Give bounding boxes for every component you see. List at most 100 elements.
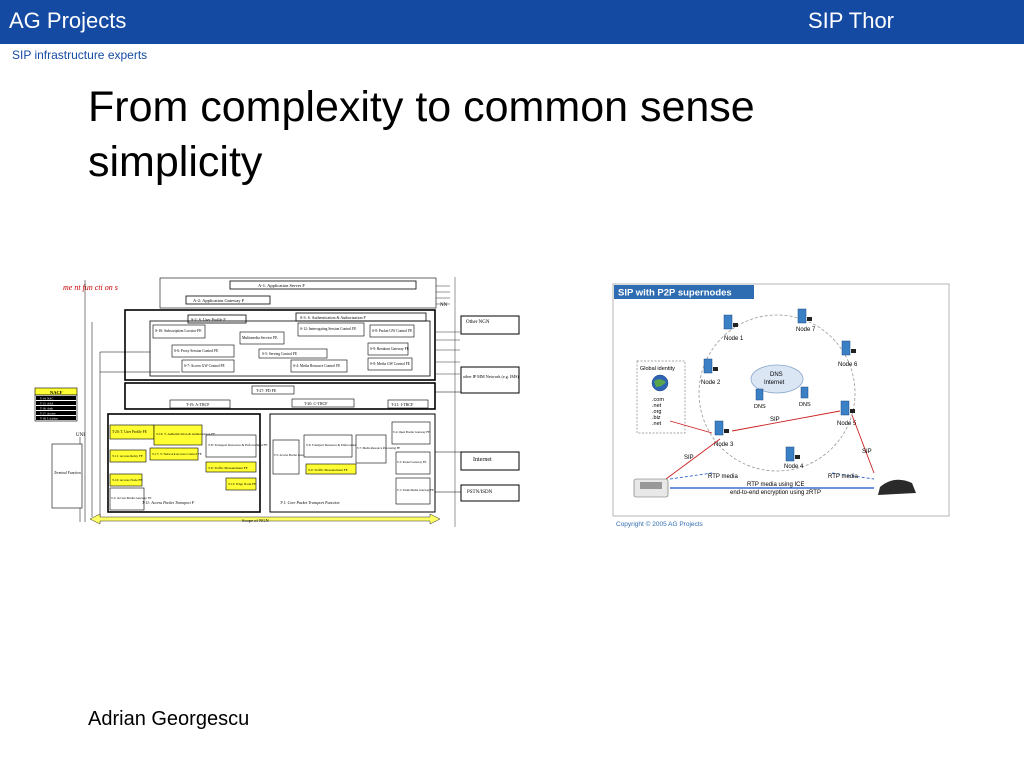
pstn-label: PSTN/ISDN: [467, 490, 493, 495]
ngn-architecture-diagram: me nt fun cti on s A-1: Application Serv…: [30, 272, 530, 530]
open-border-gateway-box: [391, 421, 431, 445]
scope-arrow: [89, 513, 441, 525]
app-gateway-label: A-2: Application Gateway F: [193, 298, 245, 303]
nacf-row-3: T-16: Auth: [40, 406, 53, 410]
i-trcf-box: [387, 399, 429, 409]
rtp-ice-label: RTP media using ICE: [747, 482, 804, 488]
nacf-row-5: T-18: Location: [40, 416, 58, 420]
a-trcf-label: T-19: A-TRCF: [186, 402, 210, 407]
network-access-label: T-17: T. Network Access Control FE: [152, 452, 202, 456]
tagline: SIP infrastructure experts: [12, 48, 148, 62]
internet-label: Internet: [473, 457, 492, 463]
breakout-gateway-label: S-9: Breakout Gateway FE: [370, 347, 410, 351]
global-identity-label: Global identity: [640, 366, 675, 372]
pd-fe-label: T-27: PD FE: [256, 388, 277, 393]
packet-gw-control-box: [369, 324, 415, 338]
access-border-gateway-box: [272, 439, 300, 475]
nacf-rows: [34, 394, 78, 422]
proxy-control-box: [171, 344, 235, 358]
terminal-function-label: Terminal Function: [54, 471, 81, 475]
other-ipmm-box: [460, 366, 520, 394]
transport-control-frame: [124, 382, 436, 410]
access-transport-label: T-11: Access Packet Transport F: [142, 500, 195, 505]
interrogating-label: S-12: Interrogating Session Control FE: [300, 327, 357, 331]
right-endpoint-phone: [878, 479, 916, 495]
node-4: [785, 446, 800, 462]
nacf-header-label: NACF: [50, 390, 63, 395]
header-bar: AG Projects SIP Thor: [0, 0, 1024, 44]
core-transport-label: T-1: Core Packet Transport Function: [280, 500, 340, 505]
node-1-label: Node 1: [724, 336, 744, 342]
cloud-dns-label: DNS: [770, 372, 783, 378]
sip-label-left: SIP: [684, 455, 694, 461]
i-trcf-label: T-21: I-TRCF: [391, 402, 414, 407]
user-profile-label: S-2: S. User Profile F: [191, 317, 226, 322]
access-node-box: [109, 473, 143, 487]
sip-label-top: SIP: [770, 417, 780, 423]
internet-cloud: [750, 364, 804, 394]
p2p-title: SIP with P2P supernodes: [618, 288, 732, 299]
product-name: SIP Thor: [808, 8, 895, 33]
edge-node-box: [225, 477, 257, 491]
user-profile-box: [187, 314, 247, 324]
network-access-box: [149, 447, 199, 461]
pd-fe-box: [251, 385, 295, 395]
node-3: [714, 420, 729, 436]
traffic-measure-core-box: [305, 463, 357, 475]
transport-auth-label: T-16: T. Authentication & Authorization …: [156, 432, 215, 436]
packet-gateway-label: T-3: Packet Gateway FE: [397, 460, 426, 464]
subscription-label: S-10: Subscription Locator FE: [155, 329, 202, 333]
global-identity-box: [636, 360, 686, 434]
transport-resource-label: T-8: Transport Resource & Enforcement FE: [208, 443, 267, 447]
app-gateway-box: [185, 295, 271, 305]
terminal-function-box: [51, 443, 83, 509]
interrogating-box: [297, 322, 365, 337]
node-4-label: Node 4: [784, 464, 804, 470]
packet-gateway-box: [395, 451, 431, 475]
access-border-gateway-label: T-5: Access Border Gateway FE: [274, 453, 313, 457]
transport-profile-label: T-20: T. User Profile FE: [112, 430, 148, 434]
c-trcf-label: T-20: C-TRCF: [304, 401, 328, 406]
scope-label: Scope of NGN: [242, 518, 269, 523]
dns-right-label: DNS: [799, 402, 811, 408]
media-processing-box: [355, 434, 387, 464]
subscription-box: [152, 324, 206, 339]
tld-net-2: .net: [652, 421, 662, 427]
p2p-title-bar: [614, 285, 754, 299]
slide-title: From complexity to common sense simplici…: [88, 83, 755, 186]
access-media-gateway-label: T-2: Access Media Gateway FE: [111, 496, 151, 500]
media-resource-control-box: [290, 359, 348, 373]
media-resource-control-label: S-4: Media Resource Control FE: [293, 364, 341, 368]
access-relay-label: T-11: Access Relay FE: [112, 454, 143, 458]
traffic-measure-access-box: [205, 461, 257, 473]
nacf-row-4: T-17: Access: [40, 411, 56, 415]
node-5: [840, 400, 855, 416]
rtp-media-right-label: RTP media: [828, 474, 858, 480]
app-server-label: A-1: Application Server F: [258, 283, 305, 288]
tld-net: .net: [652, 403, 662, 409]
nn-label: NN: [440, 303, 448, 308]
transport-auth-box: [153, 424, 203, 446]
node-7: [797, 308, 812, 324]
p2p-ring: [698, 314, 856, 472]
cloud-internet-label: Internet: [764, 380, 785, 386]
transport-resource-box: [205, 434, 257, 458]
other-ngn-label: Other NGN: [466, 320, 490, 325]
edge-node-label: T-12: Edge Node FE: [228, 482, 256, 486]
app-layer-frame: [159, 277, 437, 309]
multimedia-label: Multimedia Service FE: [242, 336, 278, 340]
rtp-dashed-arrows: [669, 472, 875, 480]
core-transport-frame: [269, 413, 436, 513]
nacf-row-2: T-15: AAA: [40, 401, 54, 405]
service-stratum-frame: [124, 309, 436, 381]
other-ipmm-label: other IP MM Network (e.g. IMS): [463, 374, 519, 379]
dns-left-label: DNS: [754, 404, 766, 410]
tld-org: .org: [652, 409, 661, 415]
nacf-row-1: T-14: NAC: [40, 396, 53, 400]
node-6: [841, 340, 856, 356]
core-transport-resource-label: T-6: Transport Resource & Enforcement FE: [306, 443, 362, 447]
node-2-label: Node 2: [701, 380, 721, 386]
proxy-control-label: S-6: Proxy Session Control FE: [174, 349, 219, 353]
sip-arrows: [665, 410, 875, 480]
breakout-gateway-box: [367, 342, 409, 356]
